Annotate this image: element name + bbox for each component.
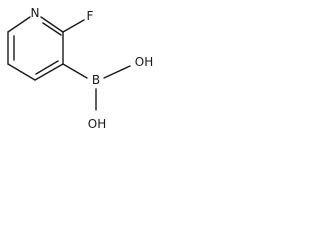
atom-hydroxyl-upper: OH (135, 55, 153, 69)
structure-diagram: N F B OH OH (7, 6, 153, 131)
atom-boron: B (92, 73, 100, 87)
pyridine-ring (7, 16, 64, 81)
bond-c2-f (62, 19, 85, 33)
atom-nitrogen: N (31, 6, 40, 20)
bond-c3-c4 (34, 63, 64, 81)
bond-c3-c4-inner (35, 60, 59, 75)
bond-n-c2-inner (42, 22, 62, 36)
bond-n-c2 (40, 16, 64, 33)
bond-c4-c5 (7, 63, 36, 81)
atom-fluorine: F (87, 9, 94, 23)
bond-b-oh-upper (103, 65, 131, 79)
atom-hydroxyl-lower: OH (88, 117, 106, 131)
bond-c6-n (7, 16, 31, 33)
bond-c3-b (62, 63, 88, 79)
